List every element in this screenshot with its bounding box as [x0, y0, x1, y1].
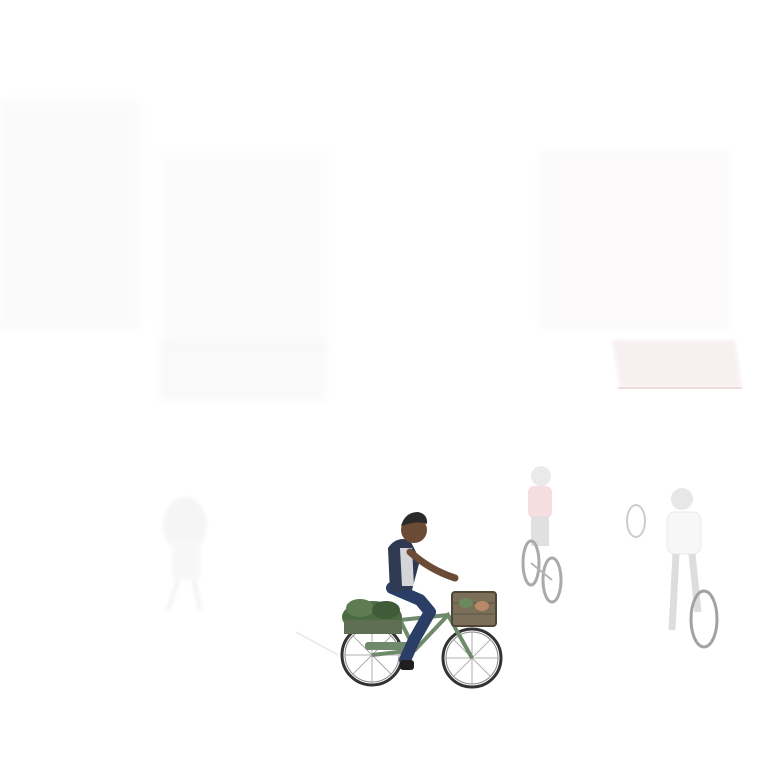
shop-awning-right [612, 340, 742, 389]
front-basket [451, 591, 497, 627]
main-cyclist [340, 512, 503, 689]
shop-awning-left [160, 342, 325, 400]
faded-buildings [0, 100, 730, 350]
ground-shadow-streak [295, 631, 339, 656]
rider [386, 512, 459, 670]
faded-pedestrian [163, 497, 207, 611]
faded-cyclist-pink [521, 466, 563, 604]
rear-vegetable-load [342, 599, 402, 634]
faded-cyclist-white [626, 488, 719, 649]
